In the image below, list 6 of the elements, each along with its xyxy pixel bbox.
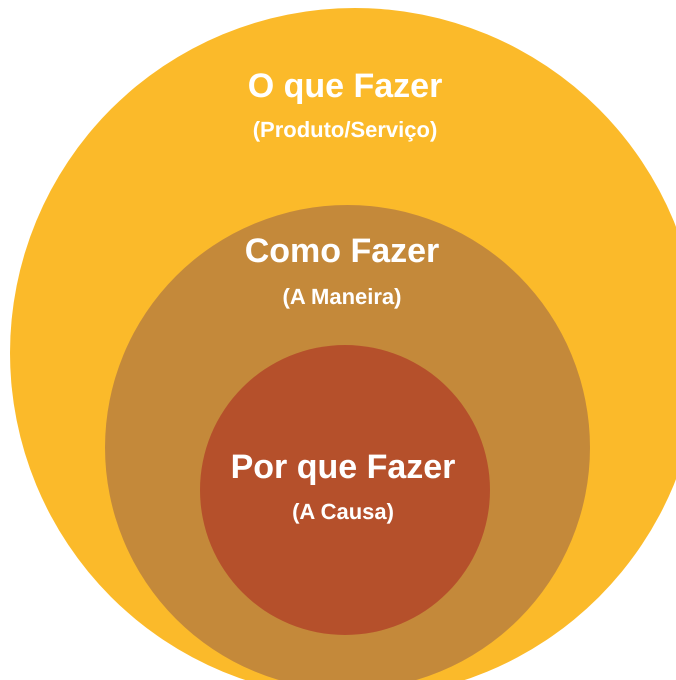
circle-subtitle: (A Maneira) [282, 285, 402, 310]
circle-heading: Como Fazer [244, 233, 440, 270]
circle-subtitle: (A Causa) [292, 500, 394, 524]
circle-heading: Por que Fazer [230, 449, 456, 486]
circle-heading: O que Fazer [248, 68, 442, 106]
circle-subtitle: (Produto/Serviço) [252, 118, 438, 142]
